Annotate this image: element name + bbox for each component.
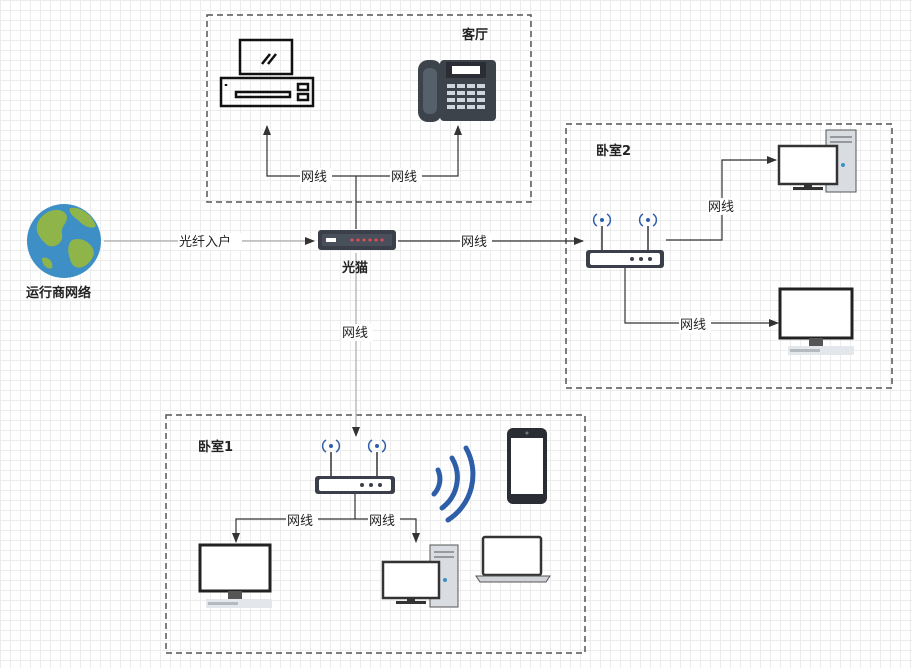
desk-phone-icon — [418, 60, 496, 122]
living-room-container: 客厅 — [206, 14, 532, 203]
bedroom1-container: 卧室1 — [165, 414, 586, 654]
modem-label: 光猫 — [341, 260, 368, 276]
r2-monitor-link-label: 网线 — [680, 318, 706, 333]
bedroom2-container: 卧室2 — [565, 123, 893, 389]
bedroom2-label: 卧室2 — [596, 143, 631, 159]
desktop-pc-icon — [381, 544, 459, 608]
tv-cabinet-icon — [219, 38, 315, 108]
living-room-label: 客厅 — [462, 27, 488, 43]
monitor-icon — [778, 287, 854, 355]
globe-icon — [27, 204, 101, 278]
bedroom1-label: 卧室1 — [198, 439, 233, 455]
router1-link-label: 网线 — [342, 326, 368, 341]
phone-link-label: 网线 — [391, 170, 417, 185]
laptop-icon — [475, 535, 551, 583]
router2-to-monitor-line — [624, 268, 779, 327]
desktop-pc-icon — [777, 129, 857, 193]
router1-icon — [315, 439, 395, 494]
isp-label: 运行商网络 — [26, 285, 91, 301]
r1-monitor-link-label: 网线 — [287, 514, 313, 529]
smartphone-icon — [507, 428, 547, 504]
tv-link-label: 网线 — [301, 170, 327, 185]
modem-icon — [318, 230, 396, 250]
r2-pc-link-label: 网线 — [708, 200, 734, 215]
r1-pc-link-label: 网线 — [369, 514, 395, 529]
monitor-icon — [198, 543, 272, 608]
fiber-label: 光纤入户 — [179, 234, 231, 250]
router2-icon — [586, 213, 664, 268]
wifi-signal-icon — [431, 445, 476, 523]
router2-link-label: 网线 — [461, 235, 487, 250]
edge-labels: 光纤入户 网线 网线 网线 网线 网线 网线 网线 网线 — [178, 168, 739, 529]
